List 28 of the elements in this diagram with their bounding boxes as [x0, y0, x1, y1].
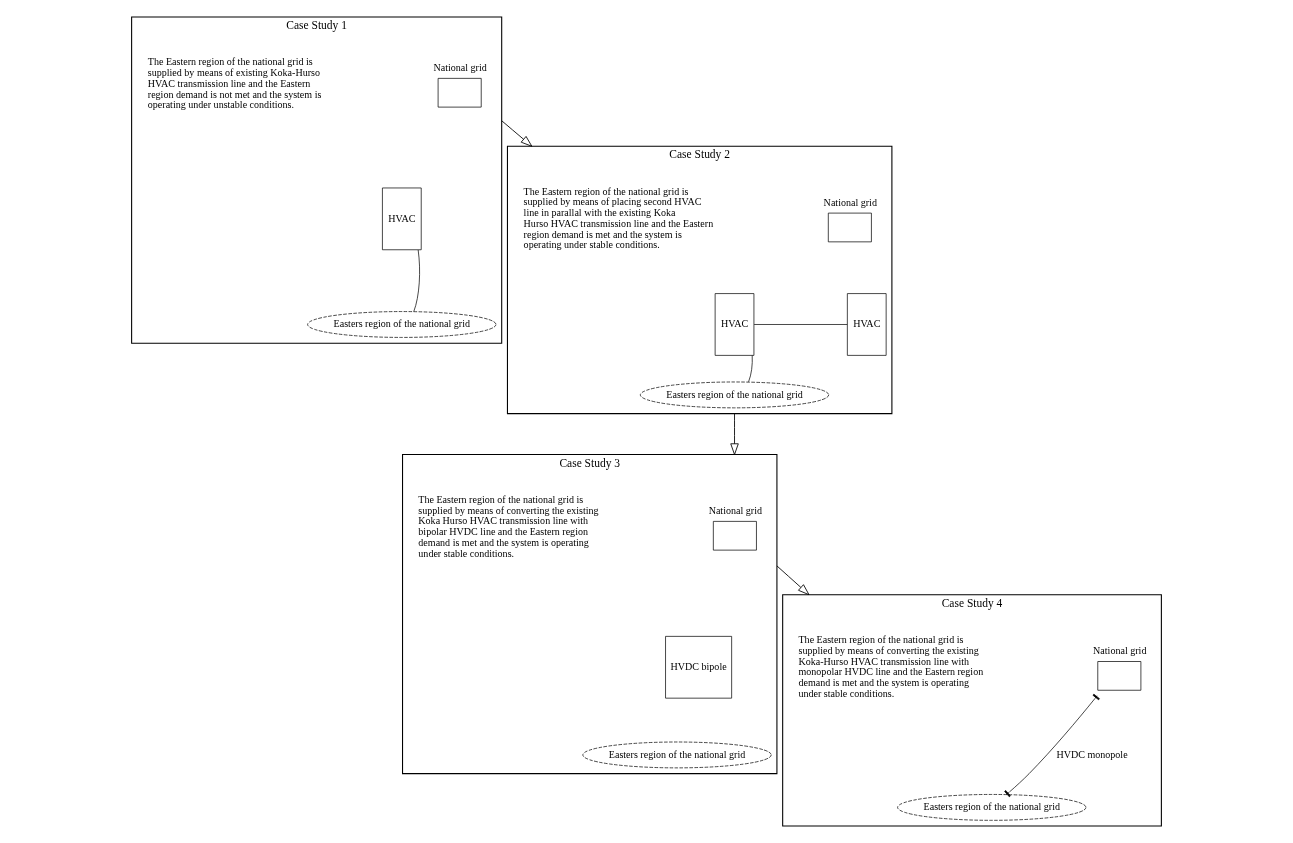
node-box: HVDC bipole	[665, 636, 732, 699]
node-box: HVAC	[714, 293, 755, 356]
node-ellipse: Easters region of the national grid	[897, 794, 1087, 821]
node-ellipse: Easters region of the national grid	[582, 741, 772, 769]
node-text: The Eastern region of the national grid is supplied by means of placing second HVAC line in parallal with the existing Koka Hurso HVAC transmission line and the Eastern region demand is met and the system is operating under stable conditions.	[523, 185, 714, 251]
node-text: The Eastern region of the national grid is supplied by means of converting the existing Koka Hurso HVAC transmission line with bipolar HVDC line and the Eastern region demand is met and the system is operating under stable conditions.	[418, 493, 599, 559]
node-box	[1097, 661, 1142, 691]
arrow	[730, 413, 739, 455]
connector	[753, 324, 848, 325]
node-text: The Eastern region of the national grid is supplied by means of existing Koka-Hurso HVAC transmission line and the Eastern region demand is not met and the system is operating under unstable conditions.	[147, 56, 322, 111]
node-box	[437, 78, 482, 108]
connector	[1004, 693, 1100, 798]
node-box: HVAC	[382, 187, 422, 251]
node-label: National grid	[1093, 645, 1147, 657]
node-box: HVAC	[847, 293, 887, 356]
arrow	[501, 120, 533, 147]
node-text: The Eastern region of the national grid is supplied by means of converting the existing Koka-Hurso HVAC transmission line with monopolar HVDC line and the Eastern region demand is met and the system is operating under stable conditions.	[798, 633, 984, 699]
arrow	[776, 565, 810, 596]
node-label: National grid	[433, 62, 487, 74]
node-label: National grid	[708, 505, 762, 517]
node-box	[827, 212, 872, 243]
connector	[413, 249, 420, 312]
node-box	[712, 521, 757, 551]
connector	[748, 355, 753, 383]
node-ellipse: Easters region of the national grid	[307, 311, 497, 338]
edge-label: HVDC monopole	[1056, 748, 1128, 760]
node-ellipse: Easters region of the national grid	[639, 381, 830, 409]
node-label: National grid	[823, 197, 877, 209]
